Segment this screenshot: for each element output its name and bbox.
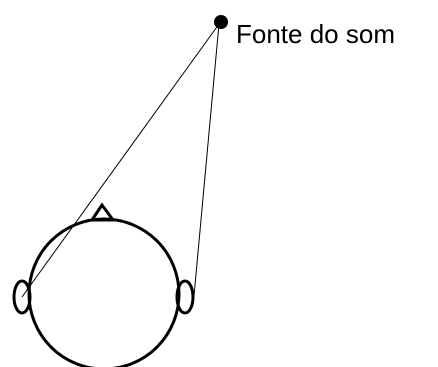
head-circle <box>29 219 179 367</box>
sound-path-right-ear <box>194 24 219 296</box>
sound-path-left-ear <box>22 24 219 297</box>
sound-source-label: Fonte do som <box>236 19 395 49</box>
sound-source-dot <box>214 15 228 29</box>
